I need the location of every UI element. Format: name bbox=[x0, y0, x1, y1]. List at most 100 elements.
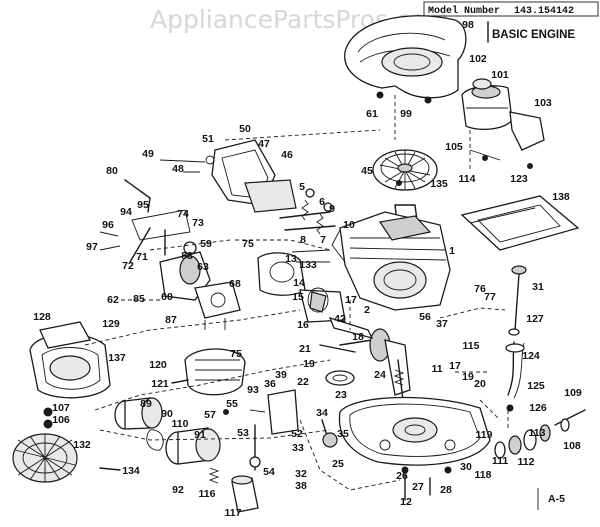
callout-109: 109 bbox=[564, 387, 582, 399]
callout-93: 93 bbox=[247, 384, 259, 396]
shaft-parts bbox=[494, 409, 586, 459]
callout-96: 96 bbox=[102, 219, 114, 231]
callout-117: 117 bbox=[225, 507, 242, 519]
callout-34: 34 bbox=[316, 407, 328, 419]
blower-housing bbox=[344, 15, 467, 104]
callout-13: 13 bbox=[285, 253, 297, 265]
callout-26: 26 bbox=[396, 470, 408, 482]
model-label: Model Number bbox=[428, 5, 500, 17]
callout-54: 54 bbox=[263, 466, 275, 478]
callout-19: 19 bbox=[303, 358, 315, 370]
callout-73: 73 bbox=[192, 217, 204, 229]
callout-80: 80 bbox=[106, 165, 118, 177]
callout-7: 7 bbox=[320, 234, 326, 246]
callout-14: 14 bbox=[293, 277, 305, 289]
callout-129: 129 bbox=[102, 318, 120, 330]
callout-61: 61 bbox=[366, 108, 378, 120]
callout-20: 20 bbox=[474, 378, 486, 390]
callout-24: 24 bbox=[374, 369, 386, 381]
callout-2: 2 bbox=[364, 304, 370, 316]
callout-45: 45 bbox=[361, 165, 373, 177]
callout-135: 135 bbox=[430, 178, 448, 190]
callout-57: 57 bbox=[204, 409, 216, 421]
callout-101: 101 bbox=[491, 69, 509, 81]
callout-111: 111 bbox=[492, 455, 509, 467]
callout-52: 52 bbox=[291, 428, 303, 440]
rewind-starter bbox=[12, 321, 121, 483]
callout-10: 10 bbox=[343, 219, 355, 231]
callout-48: 48 bbox=[172, 163, 184, 175]
callout-47: 47 bbox=[258, 138, 270, 150]
crankshaft bbox=[319, 328, 411, 441]
callout-55: 55 bbox=[226, 398, 238, 410]
callout-77: 77 bbox=[484, 291, 496, 303]
callout-95: 95 bbox=[137, 199, 149, 211]
callout-5: 5 bbox=[299, 181, 305, 193]
callout-116: 116 bbox=[199, 488, 216, 500]
callout-132: 132 bbox=[73, 439, 91, 451]
callout-137: 137 bbox=[108, 352, 126, 364]
callout-32: 32 bbox=[295, 468, 307, 480]
muffler bbox=[461, 78, 545, 169]
callout-126: 126 bbox=[529, 402, 547, 414]
diagram-title: BASIC ENGINE bbox=[492, 29, 575, 41]
callout-12: 12 bbox=[400, 496, 412, 508]
callout-105: 105 bbox=[445, 141, 463, 153]
carburetor bbox=[120, 251, 241, 330]
assembly-guides bbox=[84, 95, 506, 491]
callout-42: 42 bbox=[334, 313, 346, 325]
callout-76: 76 bbox=[474, 283, 486, 295]
callout-17: 17 bbox=[449, 360, 461, 372]
callout-133: 133 bbox=[299, 259, 317, 271]
callout-102: 102 bbox=[469, 53, 487, 65]
callout-75: 75 bbox=[230, 348, 242, 360]
callout-30: 30 bbox=[460, 461, 472, 473]
callout-134: 134 bbox=[122, 465, 140, 477]
crankcase-base bbox=[338, 396, 491, 501]
callout-72: 72 bbox=[122, 260, 134, 272]
callout-120: 120 bbox=[149, 359, 167, 371]
dipstick bbox=[507, 265, 527, 399]
cover-plate bbox=[460, 195, 580, 251]
callout-6: 6 bbox=[319, 196, 325, 208]
callout-114: 114 bbox=[459, 173, 476, 185]
callout-85: 85 bbox=[133, 293, 145, 305]
ignition-coil bbox=[171, 348, 246, 396]
callout-121: 121 bbox=[151, 378, 169, 390]
callout-71: 71 bbox=[136, 251, 148, 263]
callout-113: 113 bbox=[529, 427, 546, 439]
callout-33: 33 bbox=[292, 442, 304, 454]
callout-89: 89 bbox=[140, 398, 152, 410]
callout-99: 99 bbox=[400, 108, 412, 120]
callout-1: 1 bbox=[449, 245, 455, 257]
callout-110: 110 bbox=[172, 418, 189, 430]
callout-90: 90 bbox=[161, 408, 173, 420]
air-cleaner bbox=[159, 139, 297, 213]
callout-50: 50 bbox=[239, 123, 251, 135]
callout-112: 112 bbox=[518, 456, 535, 468]
callout-31: 31 bbox=[532, 281, 544, 293]
callout-60: 60 bbox=[161, 291, 173, 303]
callout-115: 115 bbox=[463, 340, 480, 352]
callout-49: 49 bbox=[142, 148, 154, 160]
callout-125: 125 bbox=[527, 380, 545, 392]
callout-92: 92 bbox=[172, 484, 184, 496]
model-number: 143.154142 bbox=[514, 6, 574, 17]
callout-25: 25 bbox=[332, 458, 344, 470]
callout-83: 83 bbox=[181, 250, 193, 262]
callout-46: 46 bbox=[281, 149, 293, 161]
callout-35: 35 bbox=[337, 428, 349, 440]
brake-bracket bbox=[223, 389, 338, 471]
callout-9: 9 bbox=[329, 203, 335, 215]
callout-18: 18 bbox=[352, 331, 364, 343]
callout-16: 16 bbox=[297, 319, 309, 331]
callout-123: 123 bbox=[510, 173, 528, 185]
cylinder-block bbox=[331, 211, 451, 311]
callout-94: 94 bbox=[120, 206, 132, 218]
callout-128: 128 bbox=[33, 311, 51, 323]
flywheel bbox=[372, 149, 438, 231]
callout-62: 62 bbox=[107, 294, 119, 306]
callout-23: 23 bbox=[335, 389, 347, 401]
connecting-rod bbox=[307, 287, 374, 339]
